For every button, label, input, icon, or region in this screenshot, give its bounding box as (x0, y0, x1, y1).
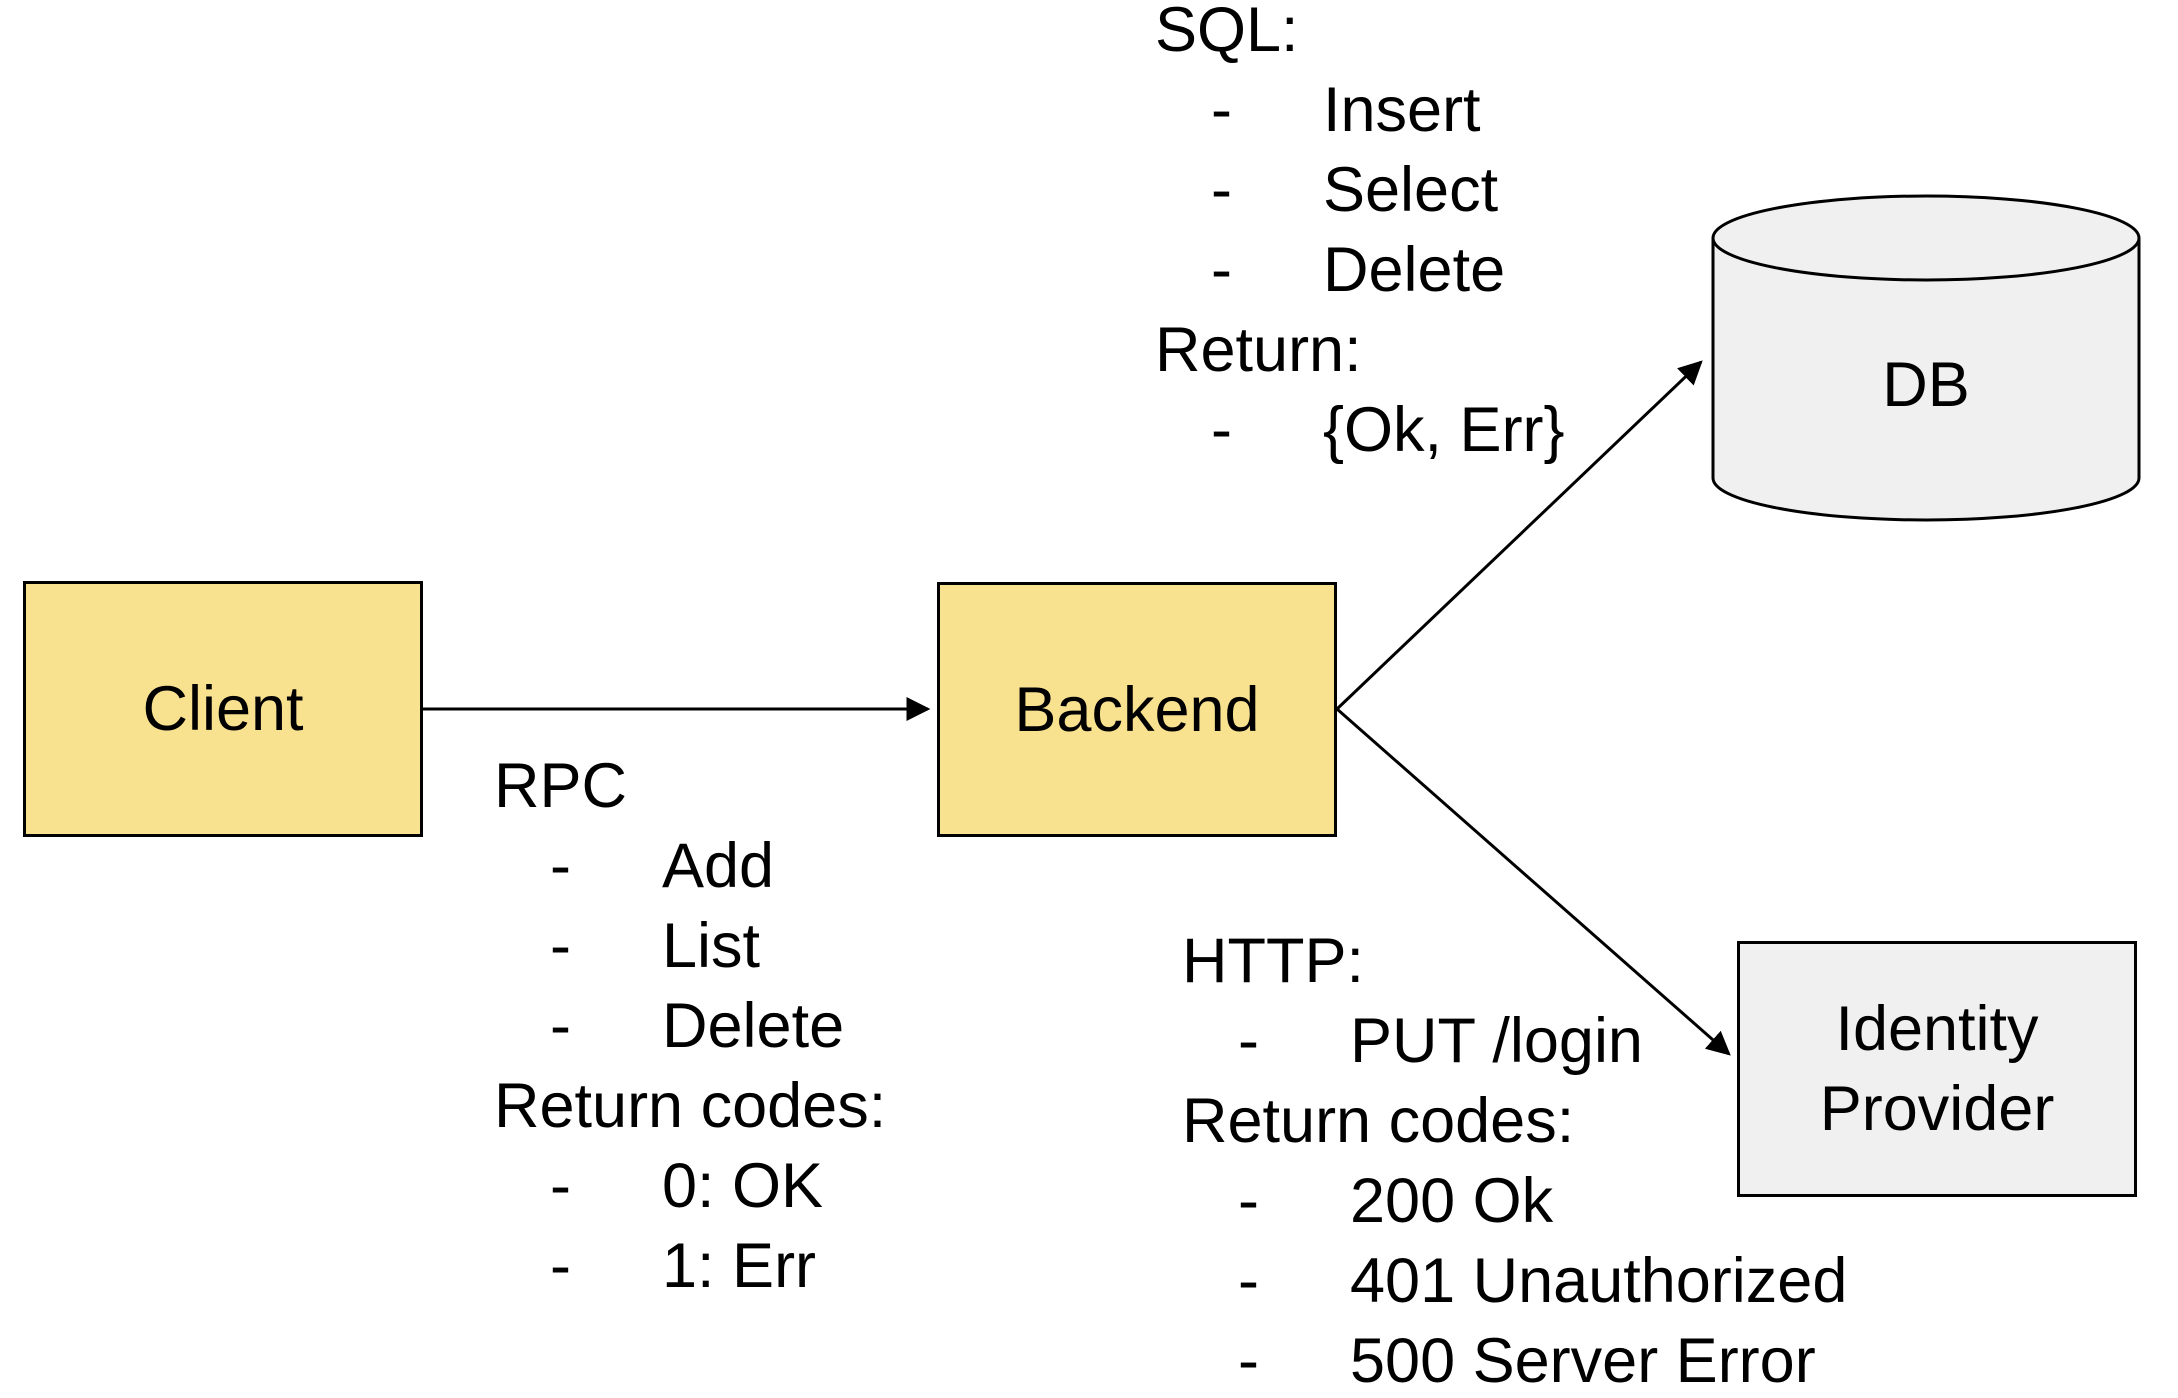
annotation-line: -Select (1155, 150, 1565, 230)
bullet-dash: - (1211, 155, 1232, 225)
annotation-line: -List (494, 906, 886, 986)
backend-node: Backend (937, 582, 1337, 837)
annotation-line: Return: (1155, 315, 1362, 385)
annotation-line: -0: OK (494, 1146, 886, 1226)
bullet-dash: - (1211, 75, 1232, 145)
client-node-label: Client (142, 674, 304, 744)
bullet-dash: - (1238, 1246, 1259, 1316)
client-node: Client (23, 581, 423, 837)
annotation-line: -401 Unauthorized (1182, 1241, 1847, 1321)
annotation-line: -1: Err (494, 1226, 886, 1306)
http-annotation: HTTP: -PUT /login Return codes: -200 Ok … (1182, 921, 1847, 1398)
annotation-line: -200 Ok (1182, 1161, 1847, 1241)
bullet-dash: - (550, 911, 571, 981)
annotation-line: -PUT /login (1182, 1001, 1847, 1081)
annotation-line: SQL: (1155, 0, 1299, 65)
annotation-line: -Insert (1155, 70, 1565, 150)
bullet-dash: - (1238, 1326, 1259, 1396)
annotation-line: -Delete (494, 986, 886, 1066)
annotation-line: Return codes: (1182, 1086, 1575, 1156)
rpc-annotation: RPC -Add -List -Delete Return codes: -0:… (494, 746, 886, 1306)
db-cylinder (1711, 194, 2141, 522)
annotation-line: RPC (494, 751, 628, 821)
annotation-line: -Add (494, 826, 886, 906)
bullet-dash: - (550, 1231, 571, 1301)
bullet-dash: - (1211, 395, 1232, 465)
annotation-line: -500 Server Error (1182, 1321, 1847, 1398)
bullet-dash: - (1238, 1006, 1259, 1076)
bullet-dash: - (550, 991, 571, 1061)
bullet-dash: - (550, 831, 571, 901)
annotation-line: Return codes: (494, 1071, 887, 1141)
db-node-label: DB (1882, 350, 1970, 420)
bullet-dash: - (550, 1151, 571, 1221)
annotation-line: HTTP: (1182, 926, 1364, 996)
bullet-dash: - (1211, 235, 1232, 305)
db-cylinder-top (1711, 194, 2141, 282)
bullet-dash: - (1238, 1166, 1259, 1236)
db-cylinder-body (1711, 238, 2141, 522)
backend-node-label: Backend (1014, 674, 1260, 745)
identity-provider-node: Identity Provider (1737, 941, 2137, 1197)
annotation-line: -Delete (1155, 230, 1565, 310)
annotation-line: -{Ok, Err} (1155, 390, 1565, 470)
identity-provider-node-label: Identity Provider (1819, 994, 2055, 1144)
sql-annotation: SQL: -Insert -Select -Delete Return: -{O… (1155, 0, 1565, 470)
